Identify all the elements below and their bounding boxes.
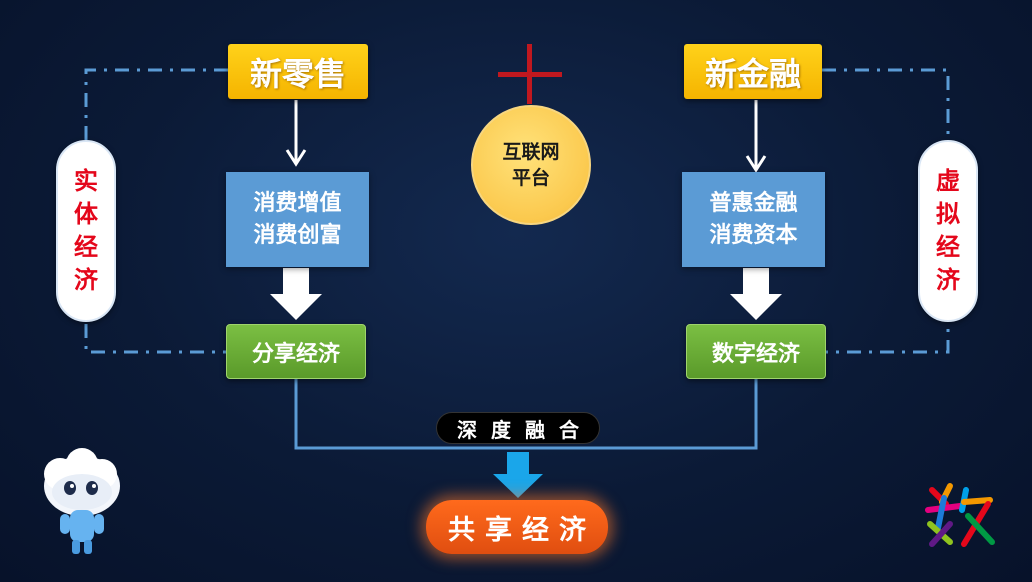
right-merge-line [517, 378, 758, 450]
sharing-economy-label: 分享经济 [251, 341, 340, 367]
merge-down-arrow [493, 452, 543, 498]
right-value-label: 普惠金融 消费资本 [709, 190, 798, 248]
cloud-mascot-icon [44, 448, 120, 554]
virtual-economy-pill: 虚 拟 经 济 [918, 140, 978, 322]
right-thin-arrow [745, 100, 767, 173]
deep-integration-label: 深度融合 [457, 417, 593, 442]
left-merge-line [294, 378, 517, 450]
left-dashdot-frame [84, 68, 228, 354]
left-block-arrow [270, 268, 322, 320]
new-retail-box: 新零售 [228, 44, 368, 99]
left-value-box: 消费增值 消费创富 [226, 172, 369, 267]
new-retail-label: 新零售 [249, 54, 346, 93]
shu-character-logo [925, 483, 995, 547]
left-value-label: 消费增值 消费创富 [253, 190, 342, 248]
pill-char: 实 [74, 167, 98, 195]
shared-economy-label: 共享经济 [448, 514, 596, 546]
pill-char: 虚 [936, 167, 960, 195]
new-finance-box: 新金融 [684, 44, 822, 99]
right-block-arrow [730, 268, 782, 320]
sharing-economy-box: 分享经济 [226, 324, 366, 379]
pill-char: 拟 [936, 200, 960, 228]
internet-platform-circle: 互联网 平台 [471, 105, 591, 225]
pill-char: 济 [936, 266, 960, 294]
digital-economy-label: 数字经济 [711, 341, 800, 367]
shared-economy-result: 共享经济 [426, 500, 608, 554]
real-economy-pill: 实 体 经 济 [56, 140, 116, 322]
left-thin-arrow [285, 100, 307, 167]
pill-char: 经 [74, 233, 98, 261]
new-finance-label: 新金融 [704, 54, 801, 93]
deep-integration-label-box: 深度融合 [436, 412, 600, 444]
digital-economy-box: 数字经济 [686, 324, 826, 379]
pill-char: 经 [936, 233, 960, 261]
right-value-box: 普惠金融 消费资本 [682, 172, 825, 267]
plus-sign-icon [498, 44, 562, 104]
pill-char: 济 [74, 266, 98, 294]
pill-char: 体 [74, 200, 98, 228]
internet-platform-label: 互联网 平台 [502, 141, 560, 189]
